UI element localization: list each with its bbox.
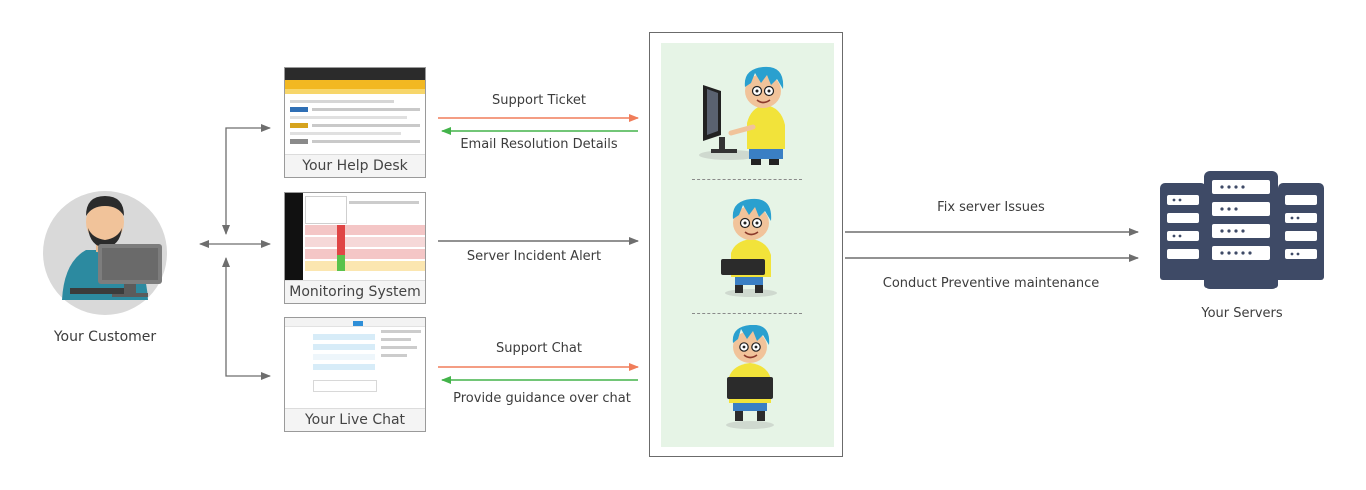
helpdesk-thumbnail: Your Help Desk	[284, 67, 426, 178]
connector-to-livechat	[222, 257, 271, 380]
email-resolution-label: Email Resolution Details	[460, 137, 618, 152]
helpdesk-label: Your Help Desk	[285, 154, 425, 177]
support-team-panel	[649, 32, 843, 457]
livechat-label: Your Live Chat	[285, 408, 425, 431]
servers-label: Your Servers	[1201, 306, 1283, 321]
monitoring-thumbnail: Monitoring System	[284, 192, 426, 304]
monitoring-label: Monitoring System	[285, 280, 425, 303]
divider-2	[692, 313, 802, 314]
engineer-desktop-icon	[699, 66, 785, 165]
support-chat-label: Support Chat	[496, 341, 582, 356]
customer-at-computer-icon	[43, 191, 167, 315]
support-team-panel-bg	[661, 43, 834, 447]
guidance-label: Provide guidance over chat	[453, 391, 631, 406]
engineer-laptop-icon	[721, 198, 777, 297]
server-rack-icon	[1160, 171, 1324, 289]
connector-to-helpdesk	[222, 124, 271, 235]
preventive-label: Conduct Preventive maintenance	[882, 276, 1100, 291]
customer-connectors	[199, 124, 271, 380]
support-ticket-label: Support Ticket	[492, 93, 586, 108]
divider-1	[692, 179, 802, 180]
fix-issues-label: Fix server Issues	[937, 200, 1045, 215]
server-alert-label: Server Incident Alert	[466, 249, 602, 264]
engineer-lap-icon	[726, 325, 774, 429]
livechat-thumbnail: Your Live Chat	[284, 317, 426, 432]
customer-label: Your Customer	[53, 329, 157, 345]
